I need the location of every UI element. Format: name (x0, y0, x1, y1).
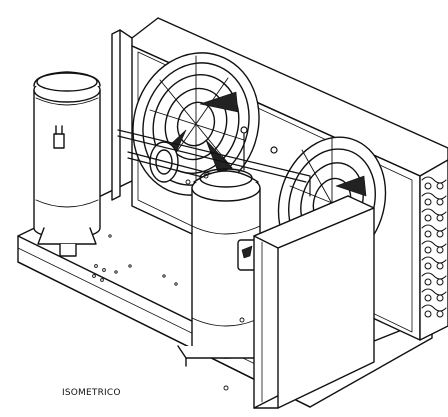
fan-guard-left (132, 52, 260, 196)
condenser-coil (421, 176, 447, 318)
fasteners (185, 173, 245, 391)
electrical-box (253, 195, 375, 409)
compressor (177, 168, 275, 367)
liquid-receiver (33, 71, 101, 257)
view-caption: ISOMETRICO (62, 388, 121, 398)
